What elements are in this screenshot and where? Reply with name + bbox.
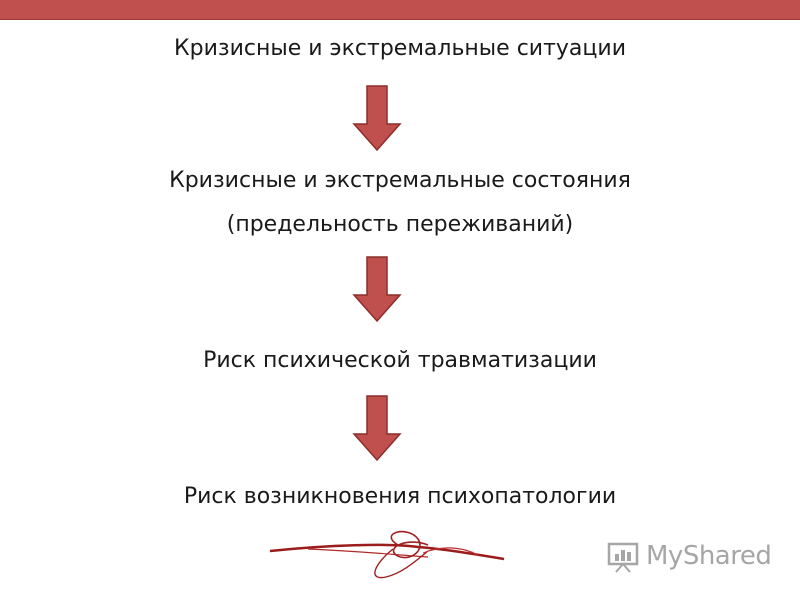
myshared-logo: MyShared — [606, 536, 776, 576]
top-accent-bar — [0, 0, 800, 20]
step-2-subtext: (предельность переживаний) — [226, 212, 574, 237]
down-arrow-icon — [352, 256, 402, 323]
step-4-text: Риск возникновения психопатологии — [183, 484, 617, 509]
step-3-text: Риск психической травматизации — [203, 348, 597, 373]
down-arrow-icon — [352, 395, 402, 462]
down-arrow-icon — [352, 85, 402, 152]
step-1-text: Кризисные и экстремальные ситуации — [174, 36, 626, 61]
presentation-icon — [607, 542, 639, 573]
decorative-flourish-icon — [269, 530, 505, 579]
step-2-text: Кризисные и экстремальные состояния — [169, 168, 631, 193]
logo-text: MyShared — [646, 541, 772, 571]
